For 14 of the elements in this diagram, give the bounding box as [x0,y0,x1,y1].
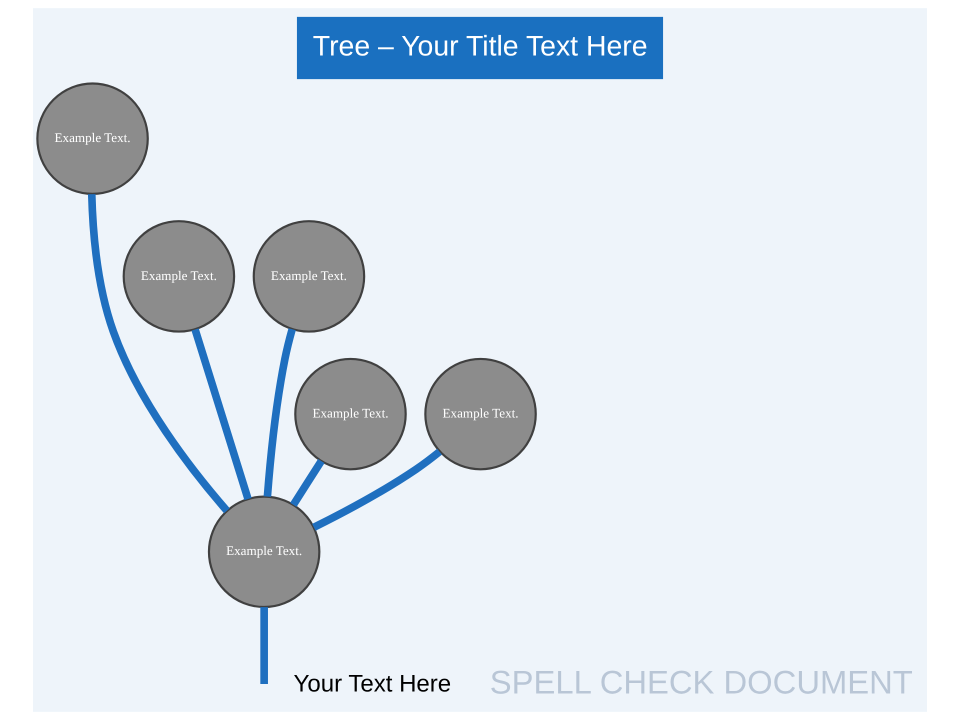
connector [290,458,325,507]
connector [88,194,230,514]
node-circle: Example Text. [294,358,407,470]
connector [260,607,268,684]
node-circle: Example Text. [252,220,366,333]
node-circle: Example Text. [36,82,149,195]
node-circle: Example Text. [424,358,537,470]
diagram-title: Tree – Your Title Text Here [312,30,648,62]
connector [191,328,252,500]
node-circle: Example Text. [122,220,236,333]
connector [264,328,296,497]
node-circle: Example Text. [208,496,320,608]
connector [312,448,442,531]
label: Your Text Here [294,670,452,698]
